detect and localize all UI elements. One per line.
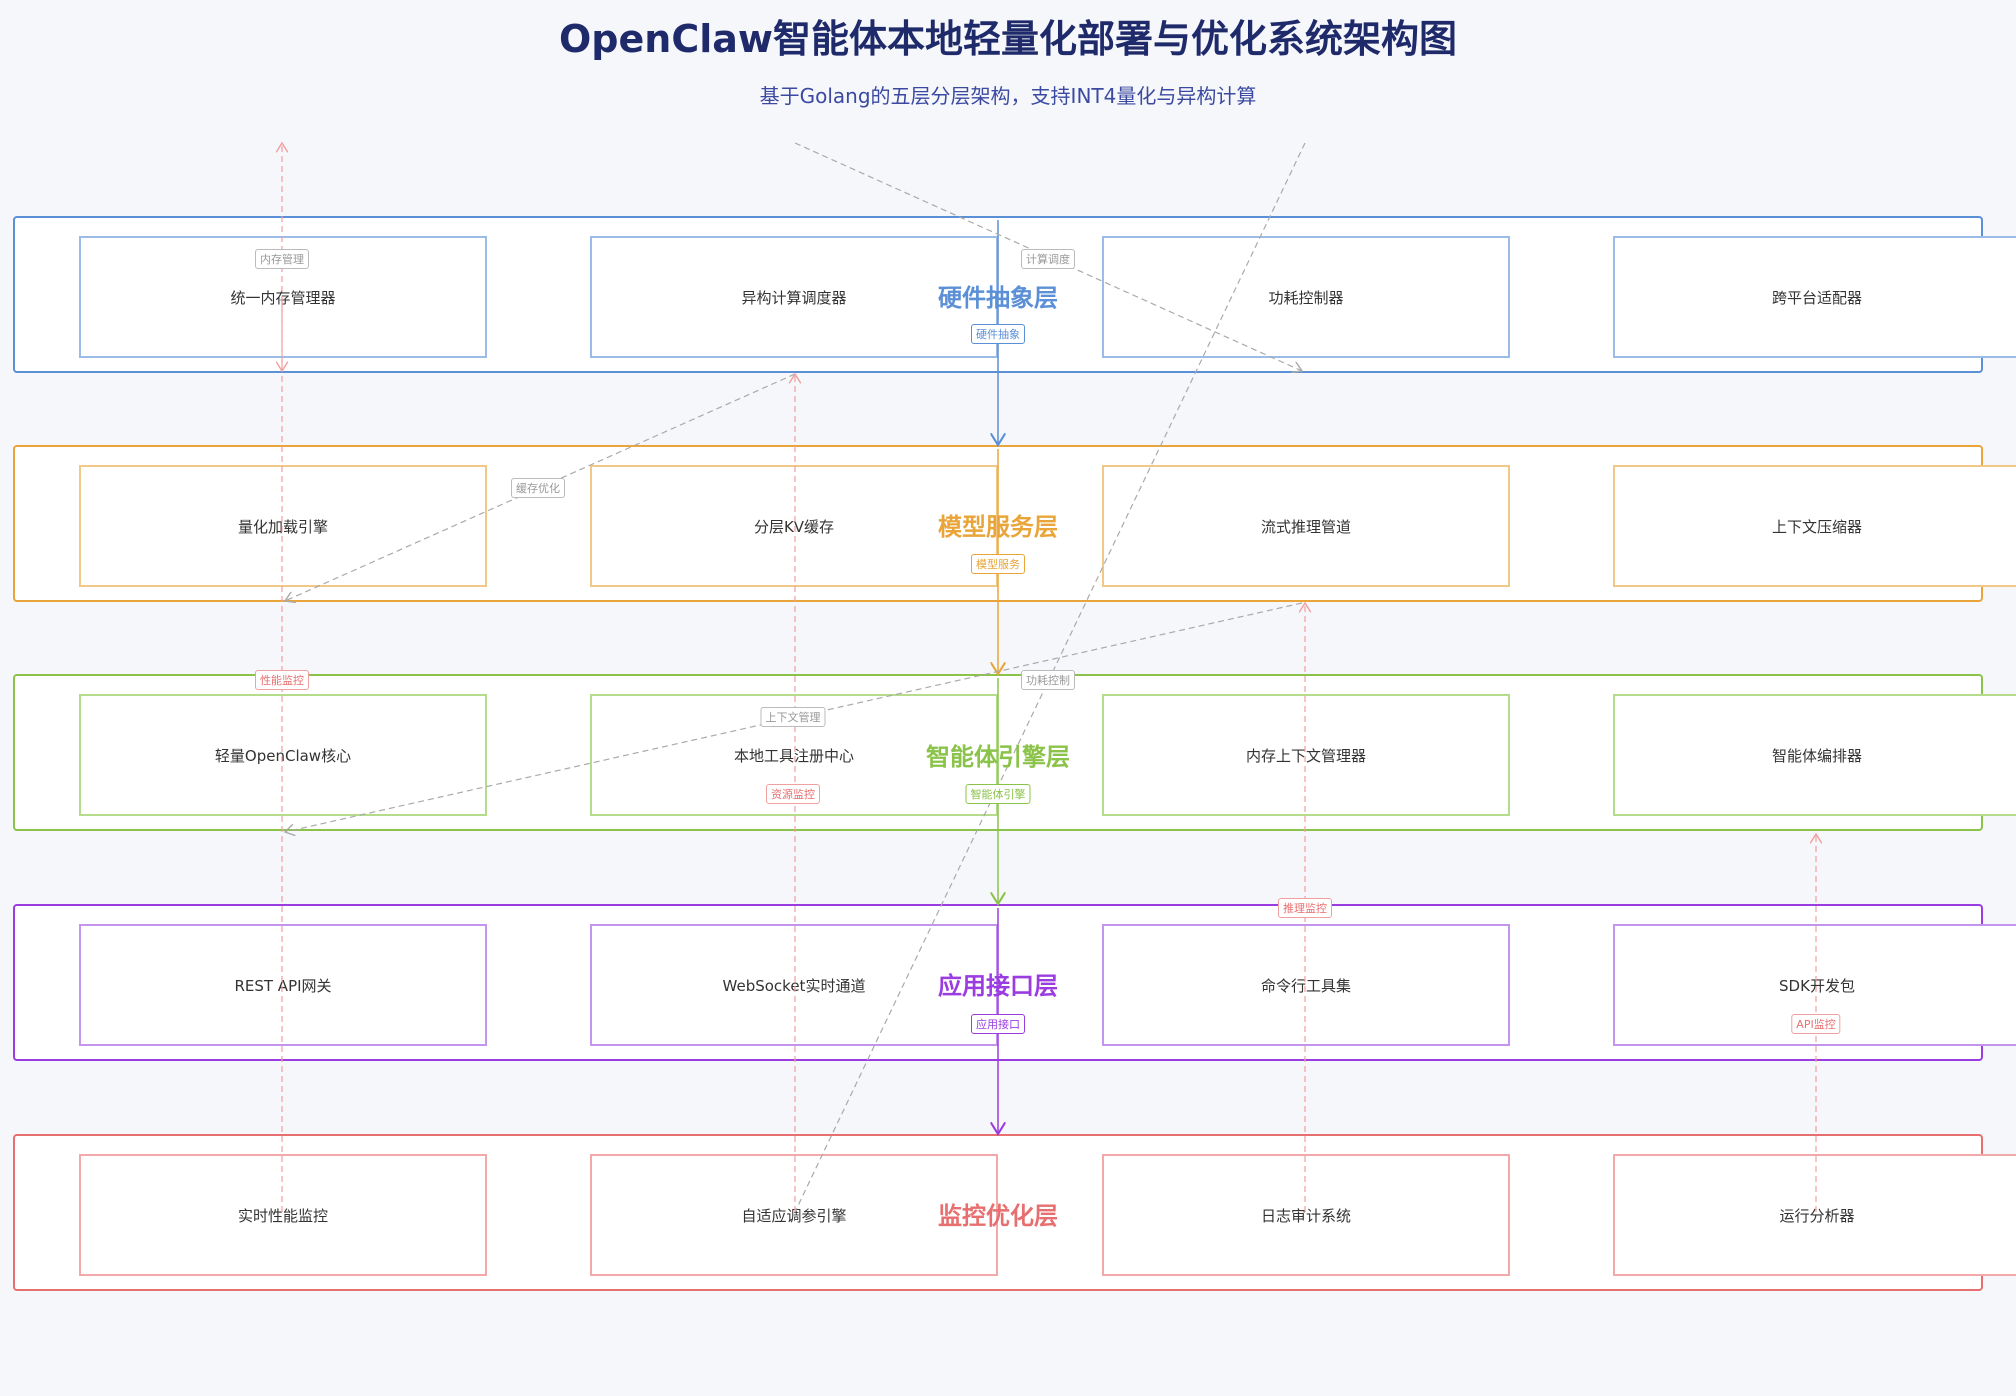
layer-tag-hardware: 硬件抽象 [971, 324, 1025, 344]
node-label: 内存上下文管理器 [1245, 746, 1366, 765]
edge-label-cache-opt: 缓存优化 [511, 478, 565, 498]
node-label: 运行分析器 [1779, 1206, 1855, 1225]
node-label: 功耗控制器 [1268, 288, 1344, 307]
node-runtime-analyzer[interactable]: 运行分析器 [1613, 1154, 2016, 1276]
edge-label-power-ctrl: 功耗控制 [1021, 670, 1075, 690]
layer-tag-agent: 智能体引擎 [965, 784, 1031, 804]
node-label: 跨平台适配器 [1771, 288, 1862, 307]
node-heterogeneous-scheduler[interactable]: 异构计算调度器 [590, 236, 998, 358]
edge-label-context-mgmt: 上下文管理 [760, 707, 826, 727]
node-cross-platform-adapter[interactable]: 跨平台适配器 [1613, 236, 2016, 358]
page-title: OpenClaw智能体本地轻量化部署与优化系统架构图 [559, 17, 1457, 61]
node-label: 命令行工具集 [1260, 976, 1351, 995]
node-rest-gateway[interactable]: REST API网关 [79, 924, 487, 1046]
node-label: SDK开发包 [1779, 976, 1855, 995]
node-realtime-monitor[interactable]: 实时性能监控 [79, 1154, 487, 1276]
node-quantized-loader[interactable]: 量化加载引擎 [79, 465, 487, 587]
edge-label-perf-monitor: 性能监控 [255, 670, 309, 690]
node-context-compressor[interactable]: 上下文压缩器 [1613, 465, 2016, 587]
node-label: 上下文压缩器 [1771, 517, 1862, 536]
layer-monitor: 实时性能监控 自适应调参引擎 日志审计系统 运行分析器 [13, 1134, 2016, 1291]
node-label: 分层KV缓存 [753, 517, 835, 536]
node-memory-context-manager[interactable]: 内存上下文管理器 [1102, 694, 1510, 816]
node-streaming-pipeline[interactable]: 流式推理管道 [1102, 465, 1510, 587]
layer-tag-app: 应用接口 [971, 1014, 1025, 1034]
node-power-controller[interactable]: 功耗控制器 [1102, 236, 1510, 358]
edge-label-memory-mgmt: 内存管理 [255, 249, 309, 269]
page-subtitle: 基于Golang的五层分层架构，支持INT4量化与异构计算 [759, 84, 1257, 108]
layer-title-monitor: 监控优化层 [938, 1202, 1058, 1230]
node-label: 智能体编排器 [1771, 746, 1862, 765]
node-websocket-channel[interactable]: WebSocket实时通道 [590, 924, 998, 1046]
edge-label-resource-monitor: 资源监控 [766, 784, 820, 804]
node-layered-kv-cache[interactable]: 分层KV缓存 [590, 465, 998, 587]
node-label: 轻量OpenClaw核心 [214, 746, 352, 765]
layer-tag-model: 模型服务 [971, 554, 1025, 574]
node-label: 统一内存管理器 [230, 288, 336, 307]
node-label: 异构计算调度器 [741, 288, 847, 307]
node-openclaw-core[interactable]: 轻量OpenClaw核心 [79, 694, 487, 816]
edge-label-api-monitor: API监控 [1791, 1014, 1841, 1034]
layer-title-hardware: 硬件抽象层 [938, 284, 1058, 312]
node-cli-tools[interactable]: 命令行工具集 [1102, 924, 1510, 1046]
layer-title-app: 应用接口层 [938, 972, 1058, 1000]
edge-label-compute-sched: 计算调度 [1021, 249, 1075, 269]
node-label: 日志审计系统 [1260, 1206, 1351, 1225]
node-label: 流式推理管道 [1260, 517, 1351, 536]
link-cache-optimize [285, 373, 796, 601]
layer-title-agent: 智能体引擎层 [926, 743, 1070, 771]
node-agent-orchestrator[interactable]: 智能体编排器 [1613, 694, 2016, 816]
node-label: REST API网关 [234, 976, 332, 995]
layer-title-model: 模型服务层 [938, 513, 1058, 541]
node-adaptive-tuner[interactable]: 自适应调参引擎 [590, 1154, 998, 1276]
link-compute-schedule [794, 142, 1302, 371]
node-label: 量化加载引擎 [237, 517, 328, 536]
node-label: WebSocket实时通道 [722, 976, 866, 995]
node-label: 自适应调参引擎 [741, 1206, 847, 1225]
layer-hardware: 统一内存管理器 异构计算调度器 功耗控制器 跨平台适配器 [13, 216, 2016, 373]
node-log-audit[interactable]: 日志审计系统 [1102, 1154, 1510, 1276]
edge-label-inference-monitor: 推理监控 [1278, 898, 1332, 918]
node-label: 实时性能监控 [237, 1206, 328, 1225]
node-sdk[interactable]: SDK开发包 [1613, 924, 2016, 1046]
node-label: 本地工具注册中心 [733, 746, 854, 765]
